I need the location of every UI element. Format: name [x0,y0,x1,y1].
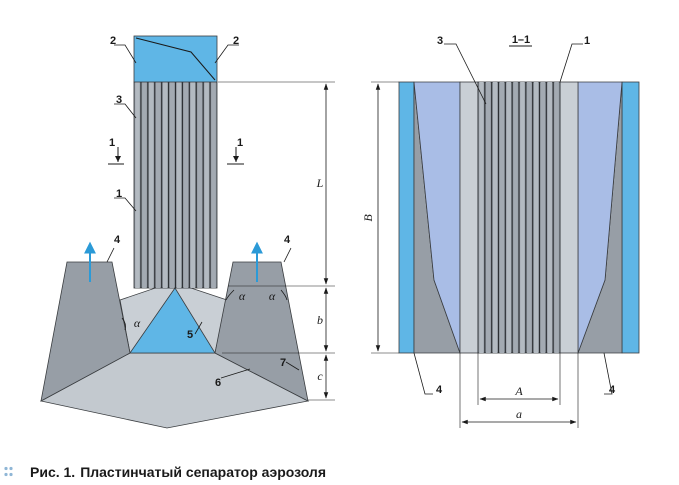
left-stack-plate [155,82,161,288]
section-callout-4-right: 4 [609,384,616,396]
left-stack-plate [169,82,175,288]
section-stack-plate [527,82,532,353]
callout-1-section-right: 1 [237,137,243,149]
left-stack-plate [197,82,202,288]
dim-b: b [317,313,323,327]
callout-4-left: 4 [114,234,121,246]
right-blue-wall [621,81,640,354]
left-stack-plate [142,82,147,288]
callout-5: 5 [187,329,193,341]
angle-alpha-left: α [134,316,141,330]
blue-wedge [129,287,216,354]
left-stack-plate [149,82,154,288]
callout-2-right: 2 [233,35,239,47]
left-blue-wall [398,81,415,354]
top-head [133,35,218,83]
angle-alpha-middle: α [239,289,246,303]
left-stack-plate [211,82,216,288]
dim-L: L [316,176,324,190]
callout-2-left: 2 [110,35,116,47]
callout-4-right: 4 [284,234,291,246]
dim-A: A [514,384,523,398]
section-callout-1: 1 [584,35,590,47]
dim-c: c [317,369,323,383]
callout-6: 6 [215,377,221,389]
section-callout-4-left: 4 [436,384,443,396]
left-stack-plate [190,82,196,288]
caption-dots-icon [4,466,13,477]
callout-1-section-left: 1 [109,137,115,149]
section-stack-plate [547,82,552,353]
section-stack-plate [520,82,525,353]
left-stack-plate [135,82,140,288]
section-stack-plate [499,82,505,353]
left-stack-plate [162,82,168,288]
callout-7: 7 [280,357,286,369]
angle-alpha-right: α [269,289,276,303]
left-light-strip [459,81,479,354]
section-stack-plate [540,82,546,353]
callout-1-body: 1 [116,188,122,200]
right-light-strip [559,81,579,354]
caption-label: Рис. 1. [30,464,76,480]
left-stack-plate [204,82,209,288]
left-stack-plate [176,82,182,288]
section-stack-plate [554,82,559,353]
section-stack-plate [486,82,491,353]
left-view: 2 2 3 1 1 1 4 4 5 6 7 α α α L b c [39,35,335,429]
head-diagonal [135,37,216,81]
section-stack-plate [513,82,518,353]
plate-stack [133,81,218,289]
section-stack-plate [506,82,511,353]
dim-a: a [516,407,522,421]
right-view: 3 1–1 1 4 4 B A a [361,34,640,428]
right-chute [214,261,309,402]
caption-text: Пластинчатый сепаратор аэрозоля [80,464,326,480]
section-stack-plate [533,82,539,353]
section-title: 1–1 [512,34,530,46]
section-callout-3: 3 [437,35,443,47]
section-stack-plate [479,82,484,353]
left-stack-plate [183,82,189,288]
figure-caption: Рис. 1. Пластинчатый сепаратор аэрозоля [0,462,326,482]
section-stack-plate [492,82,498,353]
dim-B: B [361,214,375,222]
callout-3: 3 [116,94,122,106]
section-plate-stack [477,81,561,354]
